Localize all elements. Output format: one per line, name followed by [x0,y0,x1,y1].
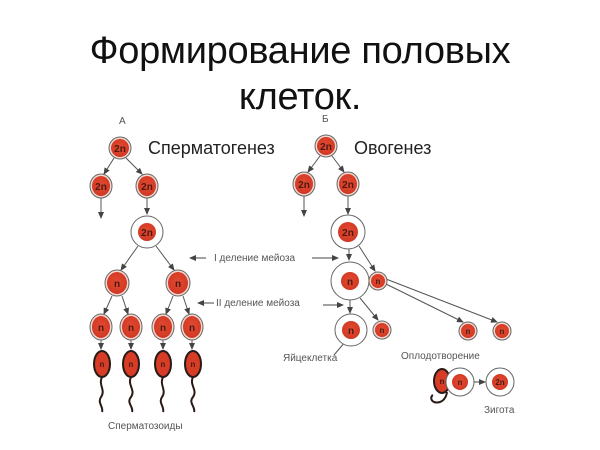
svg-text:n: n [160,323,166,334]
fertilization-label: Оплодотворение [401,351,480,362]
fertilized-egg: n [445,367,475,397]
oogenesis-letter: Б [322,114,329,125]
page-title: Формирование половых клеток. [0,28,600,120]
spermatogenesis-arrows [98,157,195,350]
svg-text:n: n [114,279,120,290]
oogonium-top: 2n [314,134,338,158]
svg-text:2n: 2n [95,182,107,193]
oogonium-right: 2n [336,171,360,197]
sperm-3: n [154,350,172,413]
polar-body-2: n [372,320,392,340]
spermatid-1: n [89,313,113,341]
spermatogonium-right: 2n [135,173,159,199]
egg-cell: n [334,313,368,347]
title-line-2: клеток. [238,76,362,118]
svg-text:2n: 2n [141,228,153,239]
polar-body-3: n [458,321,478,341]
oogenesis-heading: Овогенез [354,138,431,158]
svg-text:n: n [175,279,181,290]
svg-text:n: n [380,326,385,335]
svg-text:n: n [466,327,471,336]
meiosis-1-label: I деление мейоза [214,253,296,264]
secondary-oocyte: n [330,261,370,301]
spermatogenesis-letter: А [119,116,126,127]
svg-text:2n: 2n [342,180,354,191]
primary-oocyte: 2n [330,214,366,250]
svg-text:n: n [500,327,505,336]
title-line-1: Формирование половых [89,30,511,72]
oogenesis-arrows [301,155,498,356]
spermatozoa-label: Сперматозоиды [108,421,183,432]
sperm-2: n [122,350,140,413]
svg-text:n: n [347,277,353,288]
oogonium-left: 2n [292,171,316,197]
sperm-1: n [93,350,111,413]
svg-text:2n: 2n [114,144,126,155]
svg-text:2n: 2n [495,378,504,387]
zygote: 2n [485,367,515,397]
sperm-4: n [184,350,202,413]
secondary-spermatocyte-left: n [104,269,130,297]
svg-text:n: n [128,323,134,334]
polar-body-4: n [492,321,512,341]
svg-text:n: n [458,378,463,387]
svg-text:n: n [376,277,381,286]
svg-text:2n: 2n [342,228,354,239]
spermatid-2: n [119,313,143,341]
secondary-spermatocyte-right: n [165,269,191,297]
svg-text:n: n [100,360,105,369]
svg-text:2n: 2n [141,182,153,193]
spermatogonium-top: 2n [108,136,132,160]
svg-text:2n: 2n [320,142,332,153]
svg-text:n: n [440,377,445,386]
meiosis-2-indicator: II деление мейоза [197,298,344,309]
primary-spermatocyte: 2n [130,215,164,249]
polar-body-1: n [368,271,388,291]
svg-text:n: n [129,360,134,369]
meiosis-1-indicator: I деление мейоза [189,253,339,264]
svg-text:n: n [348,326,354,337]
svg-text:n: n [191,360,196,369]
meiosis-2-label: II деление мейоза [216,298,300,309]
svg-text:n: n [98,323,104,334]
spermatogonium-left: 2n [89,173,113,199]
svg-text:2n: 2n [298,180,310,191]
spermatid-3: n [151,313,175,341]
egg-label: Яйцеклетка [283,353,338,364]
svg-text:n: n [161,360,166,369]
spermatogenesis-heading: Сперматогенез [148,138,275,158]
spermatid-4: n [180,313,204,341]
svg-text:n: n [189,323,195,334]
zygote-label: Зигота [484,405,515,416]
